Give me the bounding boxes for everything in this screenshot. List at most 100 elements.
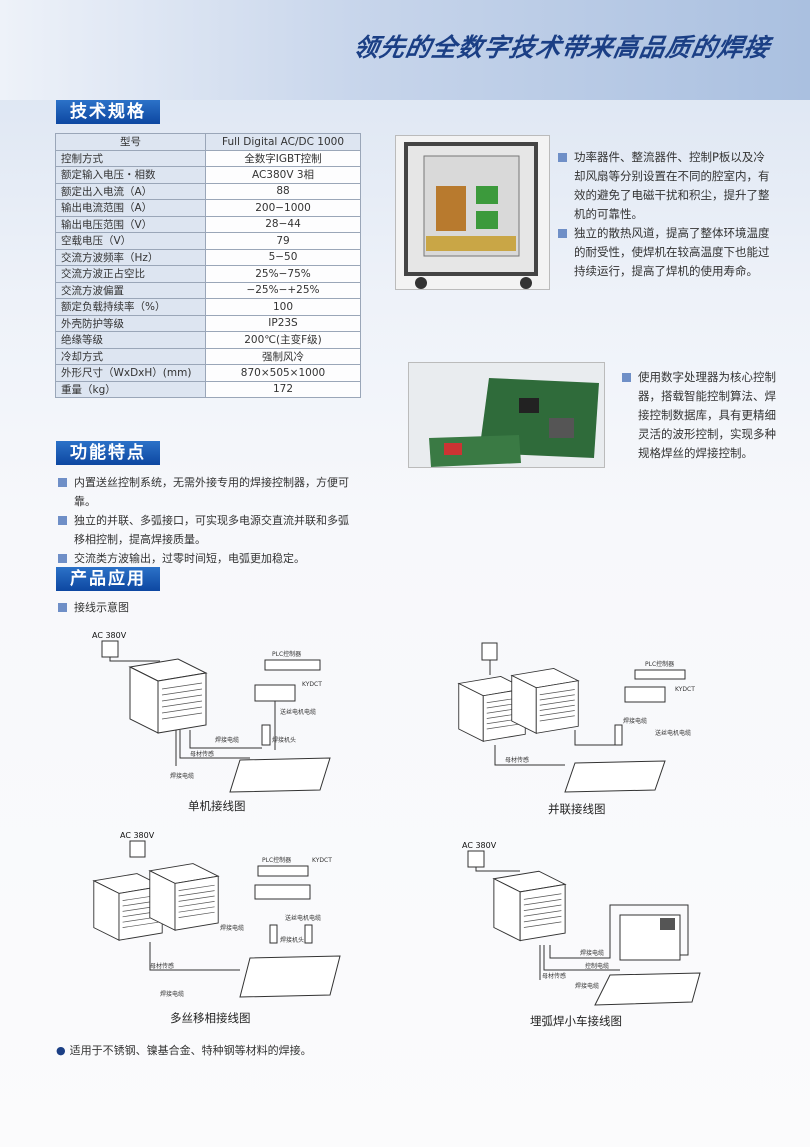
list-item: 接线示意图 xyxy=(56,598,129,617)
spec-label: 绝缘等级 xyxy=(55,331,206,349)
header-banner: 领先的全数字技术带来高品质的焊接 xyxy=(0,0,810,100)
spec-value: 25%−75% xyxy=(205,265,361,283)
spec-label: 交流方波偏置 xyxy=(55,281,206,299)
label: 控制电缆 xyxy=(585,962,609,970)
features-list: 内置送丝控制系统，无需外接专用的焊接控制器，方便可靠。 独立的并联、多弧接口，可… xyxy=(56,473,356,568)
spec-label: 空载电压（V） xyxy=(55,232,206,250)
caption: 并联接线图 xyxy=(548,802,606,816)
label: 母材传感 xyxy=(505,756,529,764)
list-item: 内置送丝控制系统，无需外接专用的焊接控制器，方便可靠。 xyxy=(56,473,356,511)
table-row: 冷却方式强制风冷 xyxy=(55,347,361,365)
footnote: 适用于不锈钢、镍基合金、特种钢等材料的焊接。 xyxy=(56,1042,312,1058)
list-item: 独立的并联、多弧接口，可实现多电源交直流并联和多弧移相控制，提高焊接质量。 xyxy=(56,511,356,549)
label: 焊接电缆 xyxy=(623,717,647,725)
spec-value: 200−1000 xyxy=(205,199,361,217)
control-board-photo xyxy=(408,362,605,468)
label: AC 380V xyxy=(462,841,497,850)
list-item: 交流类方波输出，过零时间短，电弧更加稳定。 xyxy=(56,549,356,568)
label: AC 380V xyxy=(120,831,155,840)
label: KYDCT xyxy=(302,681,322,688)
table-row: 空载电压（V）79 xyxy=(55,232,361,250)
label: 焊接电缆 xyxy=(220,924,244,932)
spec-value: 强制风冷 xyxy=(205,347,361,365)
spec-value: 172 xyxy=(205,380,361,398)
header-cell: Full Digital AC/DC 1000 xyxy=(205,133,361,151)
spec-label: 交流方波频率（Hz） xyxy=(55,248,206,266)
spec-value: IP23S xyxy=(205,314,361,332)
header-cell: 型号 xyxy=(55,133,206,151)
spec-value: 88 xyxy=(205,182,361,200)
label: 母材传感 xyxy=(190,750,214,758)
caption: 单机接线图 xyxy=(188,799,246,813)
spec-value: 79 xyxy=(205,232,361,250)
table-row: 输出电流范围（A）200−1000 xyxy=(55,199,361,217)
spec-value: AC380V 3相 xyxy=(205,166,361,184)
spec-label: 重量（kg） xyxy=(55,380,206,398)
label: PLC控制器 xyxy=(272,650,301,658)
board-feature-list: 使用数字处理器为核心控制器，搭载智能控制算法、焊接控制数据库，具有更精细灵活的波… xyxy=(620,368,780,463)
spec-table: 型号 Full Digital AC/DC 1000 控制方式全数字IGBT控制… xyxy=(55,133,361,398)
spec-value: 28−44 xyxy=(205,215,361,233)
label: 母材传感 xyxy=(150,962,174,970)
spec-value: 全数字IGBT控制 xyxy=(205,149,361,167)
label: 送丝电机电缆 xyxy=(285,914,321,922)
spec-label: 外形尺寸（WxDxH）(mm) xyxy=(55,364,206,382)
table-row: 输出电压范围（V）28−44 xyxy=(55,215,361,233)
machine-feature-list: 功率器件、整流器件、控制P板以及冷却风扇等分别设置在不同的腔室内，有效的避免了电… xyxy=(556,148,776,281)
label: 送丝电机电缆 xyxy=(280,708,316,716)
spec-label: 外壳防护等级 xyxy=(55,314,206,332)
submerged-arc-diagram: AC 380V 焊接电缆 控制电缆 母材传感 焊接电缆 xyxy=(462,841,701,1006)
label: 焊接电缆 xyxy=(170,772,194,780)
list-item: 使用数字处理器为核心控制器，搭载智能控制算法、焊接控制数据库，具有更精细灵活的波… xyxy=(620,368,780,463)
table-header-row: 型号 Full Digital AC/DC 1000 xyxy=(55,133,361,151)
table-row: 交流方波偏置−25%−+25% xyxy=(55,281,361,299)
spec-value: 200℃(主变F级) xyxy=(205,331,361,349)
welder-interior-photo xyxy=(395,135,550,290)
spec-label: 输出电流范围（A） xyxy=(55,199,206,217)
label: 焊接电缆 xyxy=(160,990,184,998)
label: KYDCT xyxy=(312,857,332,864)
parallel-diagram: PLC控制器 KYDCT 焊接电缆 送丝电机电缆 母材传感 xyxy=(458,642,695,793)
caption: 多丝移相接线图 xyxy=(170,1011,251,1025)
multi-wire-diagram: AC 380V PLC控制器 KYDCT 送丝电机电缆 焊接机头 焊接电缆 母材… xyxy=(93,831,341,998)
table-row: 额定出入电流（A）88 xyxy=(55,182,361,200)
power-box-icon xyxy=(101,640,119,658)
welder-icon xyxy=(129,658,207,734)
spec-label: 交流方波正占空比 xyxy=(55,265,206,283)
label: 焊接机头 xyxy=(280,936,304,944)
spec-value: 100 xyxy=(205,298,361,316)
spec-label: 额定输入电压・相数 xyxy=(55,166,206,184)
spec-value: 5−50 xyxy=(205,248,361,266)
label: AC 380V xyxy=(92,631,127,640)
label: 焊接电缆 xyxy=(215,736,239,744)
section-heading-spec: 技术规格 xyxy=(56,100,160,124)
spec-label: 额定负载持续率（%） xyxy=(55,298,206,316)
spec-value: 870×505×1000 xyxy=(205,364,361,382)
section-heading-application: 产品应用 xyxy=(56,567,160,591)
list-item: 功率器件、整流器件、控制P板以及冷却风扇等分别设置在不同的腔室内，有效的避免了电… xyxy=(556,148,776,224)
table-row: 控制方式全数字IGBT控制 xyxy=(55,149,361,167)
label: 焊接机头 xyxy=(272,736,296,744)
caption: 埋弧焊小车接线图 xyxy=(530,1014,622,1028)
table-row: 外形尺寸（WxDxH）(mm)870×505×1000 xyxy=(55,364,361,382)
list-item: 独立的散热风道，提高了整体环境温度的耐受性，使焊机在较高温度下也能过持续运行，提… xyxy=(556,224,776,281)
section-heading-features: 功能特点 xyxy=(56,441,160,465)
label: PLC控制器 xyxy=(645,660,674,668)
label: 母材传感 xyxy=(542,972,566,980)
label: PLC控制器 xyxy=(262,856,291,864)
label: 送丝电机电缆 xyxy=(655,729,691,737)
label: 焊接电缆 xyxy=(575,982,599,990)
spec-label: 额定出入电流（A） xyxy=(55,182,206,200)
table-row: 额定负载持续率（%）100 xyxy=(55,298,361,316)
table-row: 交流方波频率（Hz）5−50 xyxy=(55,248,361,266)
table-row: 重量（kg）172 xyxy=(55,380,361,398)
single-machine-diagram: AC 380V PLC控制器 KYDCT 送丝电机电缆 焊接机头 焊接电缆 母材… xyxy=(92,631,331,793)
page-title: 领先的全数字技术带来高品质的焊接 xyxy=(351,33,773,62)
wiring-subheading: 接线示意图 xyxy=(56,598,129,617)
spec-label: 控制方式 xyxy=(55,149,206,167)
spec-label: 输出电压范围（V） xyxy=(55,215,206,233)
